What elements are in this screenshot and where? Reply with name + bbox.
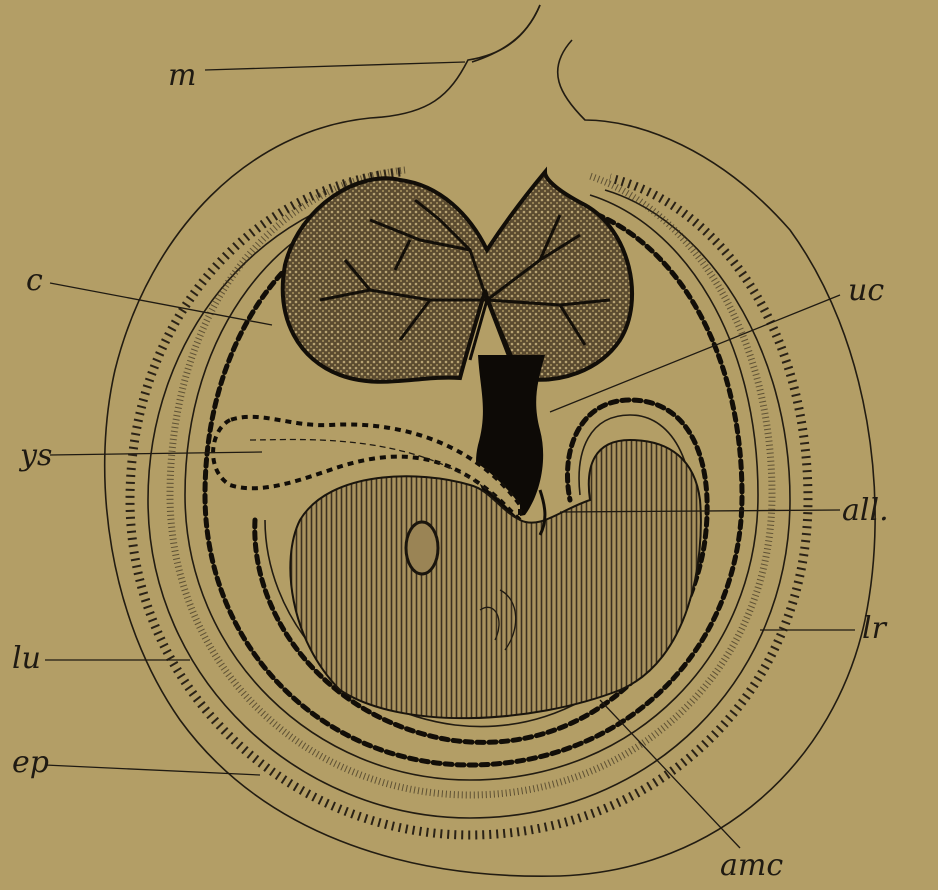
- embryo-eye: [406, 522, 438, 574]
- label-uc: uc: [848, 273, 884, 308]
- label-lu: lu: [12, 641, 41, 676]
- leader-m: [205, 62, 465, 70]
- placenta: [283, 172, 632, 382]
- decidua-line: [472, 5, 540, 62]
- label-ys: ys: [18, 438, 52, 473]
- label-c: c: [26, 263, 43, 298]
- label-m: m: [168, 58, 196, 93]
- label-ep: ep: [12, 745, 49, 780]
- label-all: all.: [842, 493, 889, 528]
- label-lr: lr: [862, 611, 888, 646]
- leader-c: [50, 283, 272, 325]
- leader-ep: [45, 765, 260, 775]
- leader-amc: [600, 700, 740, 848]
- label-amc: amc: [720, 848, 783, 883]
